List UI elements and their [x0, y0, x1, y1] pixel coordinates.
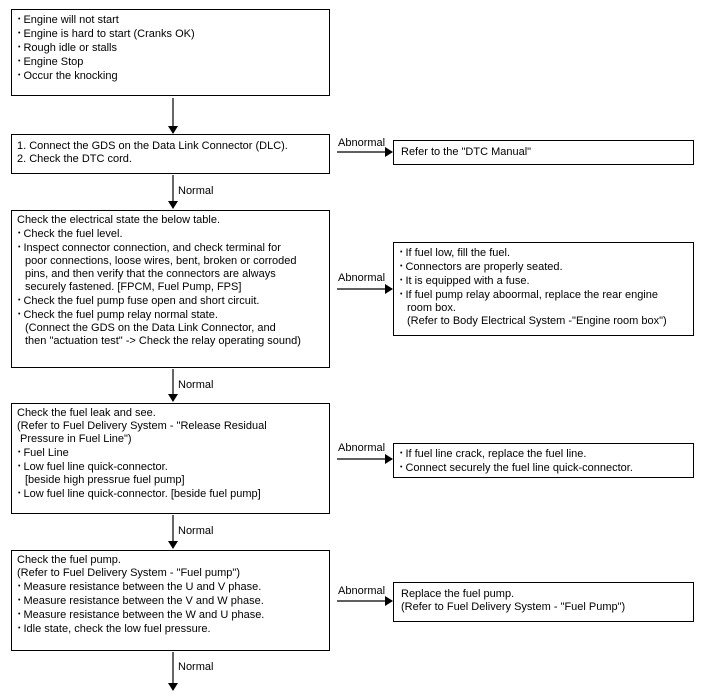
step4-result-box: Replace the fuel pump. (Refer to Fuel De… — [393, 582, 694, 622]
normal-label: Normal — [178, 185, 214, 197]
step2-bullet-cont: securely fastened. [FPCM, Fuel Pump, FPS… — [25, 281, 242, 293]
step4-bullet: Measure resistance between the W and U p… — [17, 608, 324, 622]
step3-bullet: Low fuel line quick-connector. [beside f… — [17, 487, 324, 501]
step2-bullet: Inspect connector connection, and check … — [17, 241, 324, 255]
step3-intro: Check the fuel leak and see. — [17, 407, 156, 419]
symptom-item: Engine Stop — [17, 55, 324, 69]
step2-box: Check the electrical state the below tab… — [11, 210, 330, 368]
step4-result-text: Replace the fuel pump. — [401, 588, 515, 600]
normal-label: Normal — [178, 379, 214, 391]
step4-bullet: Measure resistance between the V and W p… — [17, 594, 324, 608]
abnormal-label: Abnormal — [338, 272, 386, 284]
step4-intro: (Refer to Fuel Delivery System - "Fuel p… — [17, 567, 240, 579]
step3-result-item: Connect securely the fuel line quick-con… — [399, 461, 688, 475]
symptom-item: Engine is hard to start (Cranks OK) — [17, 27, 324, 41]
step4-bullet: Measure resistance between the U and V p… — [17, 580, 324, 594]
step2-result-item: It is equipped with a fuse. — [399, 274, 688, 288]
step2-result-box: If fuel low, fill the fuel. Connectors a… — [393, 242, 694, 336]
step4-result-text: (Refer to Fuel Delivery System - "Fuel P… — [401, 601, 626, 613]
step1-box: 1. Connect the GDS on the Data Link Conn… — [11, 134, 330, 174]
step2-bullet-cont: pins, and then verify that the connector… — [25, 268, 276, 280]
step1-result-box: Refer to the "DTC Manual" — [393, 140, 694, 165]
step3-intro: Pressure in Fuel Line") — [17, 433, 132, 445]
step3-result-box: If fuel line crack, replace the fuel lin… — [393, 443, 694, 478]
step1-line: 1. Connect the GDS on the Data Link Conn… — [17, 140, 288, 152]
normal-label: Normal — [178, 661, 214, 673]
symptoms-box: Engine will not start Engine is hard to … — [11, 9, 330, 96]
normal-label: Normal — [178, 525, 214, 537]
step2-bullet-cont: poor connections, loose wires, bent, bro… — [25, 255, 297, 267]
abnormal-label: Abnormal — [338, 585, 386, 597]
step3-bullet: Low fuel line quick-connector. — [17, 460, 324, 474]
step2-result-item: If fuel pump relay aboormal, replace the… — [399, 288, 688, 302]
step2-bullet: Check the fuel pump fuse open and short … — [17, 294, 324, 308]
step3-bullet: Fuel Line — [17, 446, 324, 460]
symptom-item: Occur the knocking — [17, 69, 324, 83]
step2-bullet-cont: then "actuation test" -> Check the relay… — [25, 335, 301, 347]
abnormal-label: Abnormal — [338, 442, 386, 454]
step2-bullet: Check the fuel level. — [17, 227, 324, 241]
step4-box: Check the fuel pump. (Refer to Fuel Deli… — [11, 550, 330, 651]
step3-intro: (Refer to Fuel Delivery System - "Releas… — [17, 420, 267, 432]
step4-bullet: Idle state, check the low fuel pressure. — [17, 622, 324, 636]
step2-result-cont: room box. — [407, 302, 456, 314]
step1-result-text: Refer to the "DTC Manual" — [401, 146, 532, 158]
step1-line: 2. Check the DTC cord. — [17, 153, 132, 165]
step2-result-item: If fuel low, fill the fuel. — [399, 246, 688, 260]
abnormal-label: Abnormal — [338, 137, 386, 149]
step2-result-item: Connectors are properly seated. — [399, 260, 688, 274]
step3-result-item: If fuel line crack, replace the fuel lin… — [399, 447, 688, 461]
step3-bullet-cont: [beside high pressrue fuel pump] — [25, 474, 185, 486]
step3-box: Check the fuel leak and see. (Refer to F… — [11, 403, 330, 514]
step2-intro: Check the electrical state the below tab… — [17, 214, 221, 226]
symptom-item: Engine will not start — [17, 13, 324, 27]
step4-intro: Check the fuel pump. — [17, 554, 121, 566]
step2-bullet-cont: (Connect the GDS on the Data Link Connec… — [25, 322, 276, 334]
symptom-item: Rough idle or stalls — [17, 41, 324, 55]
step2-bullet: Check the fuel pump relay normal state. — [17, 308, 324, 322]
step2-result-cont: (Refer to Body Electrical System -"Engin… — [407, 315, 667, 327]
